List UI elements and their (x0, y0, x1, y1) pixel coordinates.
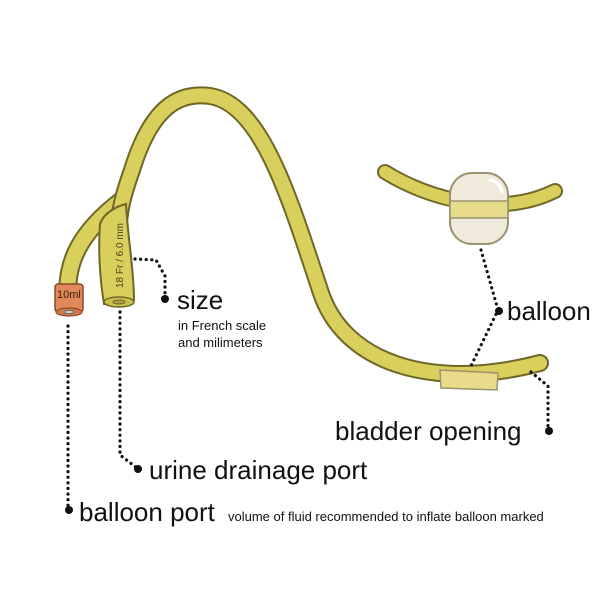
bladder-opening-leader-dot (545, 427, 553, 435)
inflated-balloon-tip (377, 164, 563, 245)
balloon-leader-dot (495, 307, 503, 315)
label-size: size (177, 285, 223, 315)
balloon-port-leader-dot (65, 506, 73, 514)
urine-drainage-leader-dot (134, 465, 142, 473)
label-bladder-opening: bladder opening (335, 416, 522, 446)
tube-size-marking: 18 Fr / 6.0 mm (115, 223, 126, 288)
main-tube (109, 86, 549, 383)
label-size-detail-1: in French scale (178, 318, 266, 333)
port-volume-marking: 10ml (57, 289, 81, 301)
bladder-opening-leader-line (529, 370, 550, 432)
size-leader-line (133, 257, 167, 300)
size-leader-dot (161, 295, 169, 303)
deflated-balloon-band (439, 369, 499, 391)
label-balloon: balloon (507, 296, 591, 326)
balloon-port-valve: 10ml (54, 283, 84, 317)
label-size-detail-2: and milimeters (178, 335, 263, 350)
balloon-leader-line (468, 248, 500, 370)
label-urine-drainage-port: urine drainage port (149, 455, 368, 485)
label-balloon-port-detail: volume of fluid recommended to inflate b… (228, 509, 544, 524)
urine-drainage-funnel: 18 Fr / 6.0 mm (98, 202, 136, 308)
urine-drainage-leader-line (118, 310, 139, 470)
label-balloon-port: balloon port (79, 497, 216, 527)
